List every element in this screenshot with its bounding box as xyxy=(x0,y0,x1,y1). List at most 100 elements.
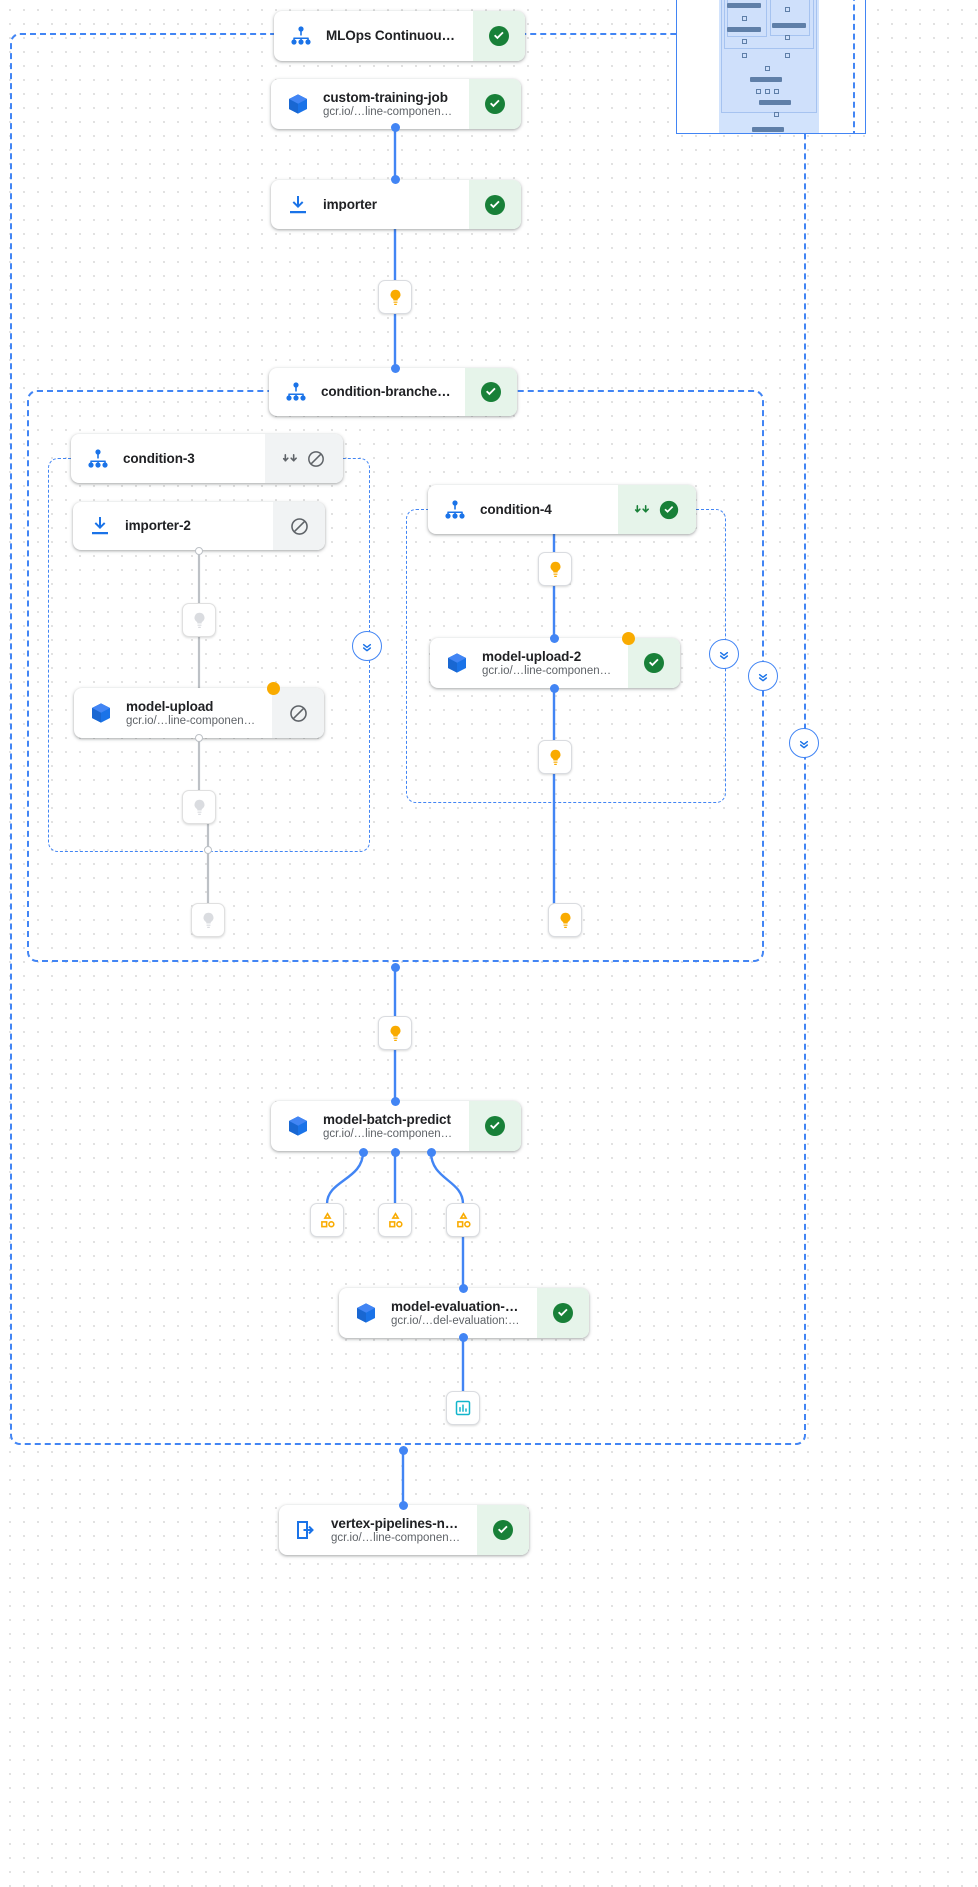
minimap-node xyxy=(765,66,770,71)
node-model-evaluation-regression[interactable]: model-evaluation-regres… gcr.io/…del-eva… xyxy=(339,1288,589,1338)
node-title: model-evaluation-regres… xyxy=(391,1299,523,1314)
node-condition-branches-2[interactable]: condition-branches-2 xyxy=(269,368,517,416)
minimap-node xyxy=(785,53,790,58)
artifact-parameter-3[interactable] xyxy=(182,790,216,824)
cube-icon xyxy=(285,91,311,117)
artifact-parameter-5[interactable] xyxy=(538,552,572,586)
collapse-condition-3-button[interactable] xyxy=(352,631,382,661)
status-badge-skipped[interactable] xyxy=(265,434,343,483)
node-title: vertex-pipelines-notificat… xyxy=(331,1516,463,1531)
collapse-condition-4-button[interactable] xyxy=(709,639,739,669)
node-title: condition-4 xyxy=(480,502,552,517)
node-labels: model-batch-predict gcr.io/…line-compone… xyxy=(323,1112,455,1140)
artifact-parameter-6[interactable] xyxy=(538,740,572,774)
node-vertex-pipelines-notification[interactable]: vertex-pipelines-notificat… gcr.io/…line… xyxy=(279,1505,529,1555)
artifact-dataset-2[interactable] xyxy=(378,1203,412,1237)
check-circle-icon xyxy=(493,1520,513,1540)
pipeline-hierarchy-icon xyxy=(283,379,309,405)
artifact-parameter-1[interactable] xyxy=(378,280,412,314)
edge-dot xyxy=(459,1333,468,1342)
node-condition-3[interactable]: condition-3 xyxy=(71,434,343,483)
skipped-icon xyxy=(289,704,307,722)
double-chevron-icon xyxy=(758,673,768,682)
node-labels: vertex-pipelines-notificat… gcr.io/…line… xyxy=(331,1516,463,1544)
cube-icon xyxy=(444,650,470,676)
node-body[interactable]: condition-branches-2 xyxy=(269,368,465,416)
status-badge-succeeded xyxy=(628,638,680,688)
node-body[interactable]: custom-training-job gcr.io/…line-compone… xyxy=(271,79,469,129)
node-body[interactable]: model-evaluation-regres… gcr.io/…del-eva… xyxy=(339,1288,537,1338)
node-body[interactable]: model-upload gcr.io/…line-components:2.6… xyxy=(74,688,272,738)
artifact-parameter-8[interactable] xyxy=(378,1016,412,1050)
minimap-node xyxy=(742,39,747,44)
pipeline-hierarchy-icon xyxy=(288,23,314,49)
check-circle-icon xyxy=(489,26,509,46)
node-condition-4[interactable]: condition-4 xyxy=(428,485,696,534)
minimap-node xyxy=(742,16,747,21)
edge-dot xyxy=(399,1501,408,1510)
collapse-outer-right-button[interactable] xyxy=(789,728,819,758)
minimap-node xyxy=(759,100,791,105)
skipped-icon xyxy=(290,517,308,535)
double-chevron-icon xyxy=(719,651,729,660)
minimap-node xyxy=(772,23,806,28)
artifact-metrics[interactable] xyxy=(446,1391,480,1425)
edge-dot xyxy=(550,684,559,693)
artifact-parameter-7[interactable] xyxy=(548,903,582,937)
node-subtitle: gcr.io/…del-evaluation:v0.9.3 xyxy=(391,1315,523,1327)
node-body[interactable]: importer-2 xyxy=(73,502,273,550)
node-title: MLOps Continuous Traini… xyxy=(326,29,459,43)
status-badge-succeeded xyxy=(477,1505,529,1555)
minimap-node xyxy=(785,35,790,40)
edge-dot xyxy=(391,175,400,184)
status-badge-skipped xyxy=(272,688,324,738)
node-title: model-upload xyxy=(126,699,214,714)
node-title: model-batch-predict xyxy=(323,1112,451,1127)
node-root-pipeline[interactable]: MLOps Continuous Traini… xyxy=(274,11,525,61)
status-badge-succeeded[interactable] xyxy=(618,485,696,534)
node-body[interactable]: model-upload-2 gcr.io/…line-components:2… xyxy=(430,638,628,688)
collapse-branches-right-button[interactable] xyxy=(748,661,778,691)
node-body[interactable]: MLOps Continuous Traini… xyxy=(274,11,473,61)
minimap[interactable] xyxy=(676,0,866,134)
artifact-dataset-1[interactable] xyxy=(310,1203,344,1237)
check-circle-icon xyxy=(485,94,505,114)
minimap-node xyxy=(727,27,761,32)
node-custom-training-job[interactable]: custom-training-job gcr.io/…line-compone… xyxy=(271,79,521,129)
download-icon xyxy=(285,192,311,218)
node-body[interactable]: vertex-pipelines-notificat… gcr.io/…line… xyxy=(279,1505,477,1555)
node-title: condition-branches-2 xyxy=(321,385,451,399)
node-model-batch-predict[interactable]: model-batch-predict gcr.io/…line-compone… xyxy=(271,1101,521,1151)
node-body[interactable]: importer xyxy=(271,180,469,229)
node-model-upload[interactable]: model-upload gcr.io/…line-components:2.6… xyxy=(74,688,324,738)
check-circle-icon xyxy=(644,653,664,673)
double-chevron-icon xyxy=(799,740,809,749)
node-body[interactable]: condition-3 xyxy=(71,434,265,483)
edge-dot xyxy=(459,1284,468,1293)
artifact-parameter-4[interactable] xyxy=(191,903,225,937)
merge-arrows-icon xyxy=(282,453,297,461)
node-model-upload-2[interactable]: model-upload-2 gcr.io/…line-components:2… xyxy=(430,638,680,688)
pipeline-hierarchy-icon xyxy=(442,497,468,523)
node-labels: custom-training-job gcr.io/…line-compone… xyxy=(323,90,455,118)
minimap-viewport[interactable] xyxy=(677,0,855,133)
edge-dot xyxy=(391,963,400,972)
node-body[interactable]: condition-4 xyxy=(428,485,618,534)
check-circle-icon xyxy=(485,194,505,215)
minimap-node xyxy=(774,112,779,117)
edge-dot-inactive xyxy=(195,734,203,742)
node-subtitle: gcr.io/…line-components:2.6.0 xyxy=(323,1128,455,1140)
node-labels: importer-2 xyxy=(125,519,259,533)
node-importer-2[interactable]: importer-2 xyxy=(73,502,325,550)
artifact-dataset-3[interactable] xyxy=(446,1203,480,1237)
cube-icon xyxy=(285,1113,311,1139)
artifact-parameter-2[interactable] xyxy=(182,603,216,637)
node-importer[interactable]: importer xyxy=(271,180,521,229)
status-badge-succeeded xyxy=(469,1101,521,1151)
artifact-shapes-icon xyxy=(388,1211,403,1227)
node-subtitle: gcr.io/…line-components:2.6.0 xyxy=(126,715,258,727)
minimap-node xyxy=(756,89,761,94)
node-body[interactable]: model-batch-predict gcr.io/…line-compone… xyxy=(271,1101,469,1151)
node-labels: model-evaluation-regres… gcr.io/…del-eva… xyxy=(391,1299,523,1327)
